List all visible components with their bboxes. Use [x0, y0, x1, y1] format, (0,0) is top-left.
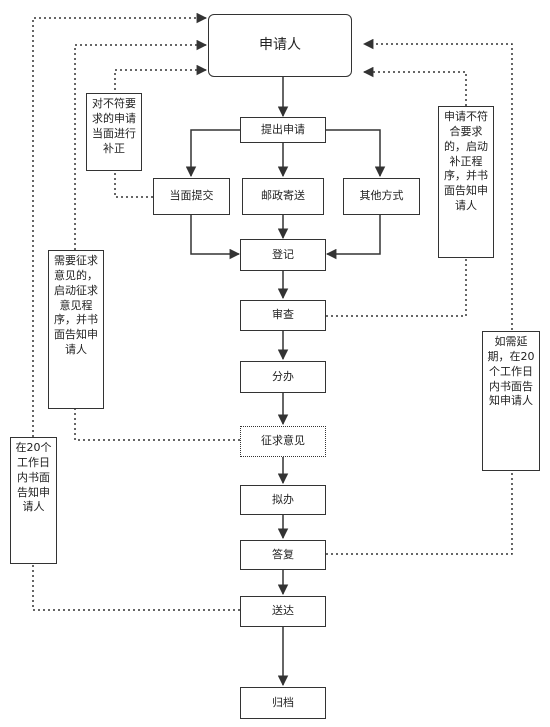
arrow-other-register [325, 215, 381, 260]
consult-node: 征求意见 [240, 426, 326, 457]
review-node: 审查 [240, 300, 326, 331]
archive-node: 归档 [240, 687, 326, 719]
dotted-deliver-applicant [32, 12, 240, 611]
draft-node: 拟办 [240, 485, 326, 515]
arrow-inperson-register [190, 215, 241, 260]
mail-node: 邮政寄送 [242, 178, 324, 215]
note-correct-on-site: 对不符要求的申请当面进行补正 [86, 93, 142, 171]
dotted-consult-applicant [74, 39, 240, 441]
register-node: 登记 [240, 239, 326, 271]
arrow-submit-other [326, 129, 386, 178]
in-person-node: 当面提交 [153, 178, 230, 215]
applicant-node: 申请人 [208, 14, 352, 77]
note-extension: 如需延期，在20个工作日内书面告知申请人 [482, 331, 540, 471]
dotted-reply-applicant [326, 38, 513, 555]
note-noncompliant: 申请不符合要求的，启动补正程序，并书面告知申请人 [438, 106, 494, 258]
submit-node: 提出申请 [240, 117, 326, 143]
arrow-submit-inperson [185, 129, 240, 178]
assign-node: 分办 [240, 361, 326, 393]
note-need-opinion: 需要征求意见的，启动征求意见程序，并书面告知申请人 [48, 250, 104, 409]
deliver-node: 送达 [240, 596, 326, 627]
note-within-20-days: 在20个工作日内书面告知申请人 [10, 437, 57, 564]
other-method-node: 其他方式 [343, 178, 420, 215]
reply-node: 答复 [240, 540, 326, 570]
